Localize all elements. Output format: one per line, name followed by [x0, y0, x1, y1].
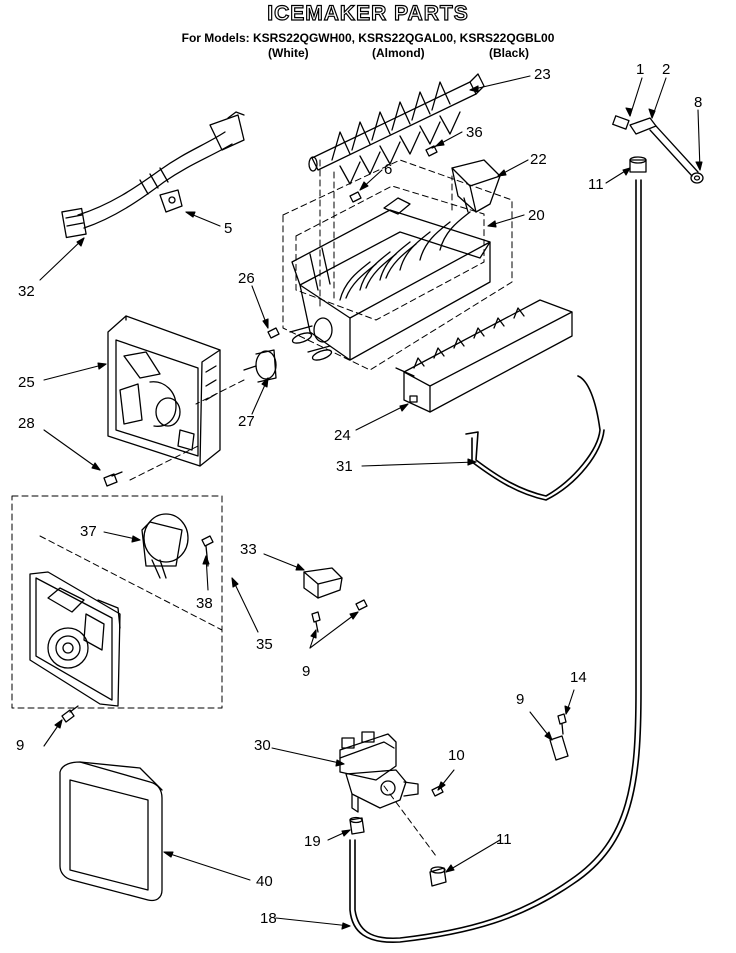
- callout-26: 26: [238, 270, 255, 287]
- thermostat: [243, 327, 280, 383]
- callout-5: 5: [224, 220, 233, 237]
- inlet-fitting-assembly: [612, 115, 704, 184]
- callout-24: 24: [334, 427, 351, 444]
- variant-almond: (Almond): [372, 46, 425, 60]
- icemaker-mold: [282, 159, 513, 371]
- callout-27: 27: [238, 413, 255, 430]
- tube-clamp: [549, 713, 569, 761]
- callout-38: 38: [196, 595, 213, 612]
- model-list: For Models: KSRS22QGWH00, KSRS22QGAL00, …: [181, 31, 555, 45]
- fill-cup: [451, 159, 501, 213]
- module-mounting-plate: [29, 571, 121, 707]
- callout-37: 37: [80, 523, 97, 540]
- variant-black: (Black): [489, 46, 530, 60]
- callout-9-clamp: 14: [570, 669, 587, 686]
- screw-28: [103, 471, 123, 487]
- wiring-harness: [61, 111, 245, 239]
- motor-assembly-box: [11, 495, 223, 709]
- water-tube: [349, 179, 642, 943]
- leader-lines: [39, 75, 703, 930]
- callout-1: 1: [636, 61, 645, 78]
- callout-33: 33: [240, 541, 257, 558]
- callout-25: 25: [18, 374, 35, 391]
- screw-30: [61, 705, 79, 723]
- callout-9-bracket: 9: [302, 663, 311, 680]
- callout-35: 35: [256, 636, 273, 653]
- shutoff-arm: [465, 375, 605, 501]
- callout-14: 9: [516, 691, 525, 708]
- callout-22: 22: [530, 151, 547, 168]
- callout-28: 28: [18, 415, 35, 432]
- callout-2: 2: [662, 61, 671, 78]
- callout-8: 8: [694, 94, 703, 111]
- mold-heater: [395, 299, 573, 413]
- water-valve: [339, 731, 444, 813]
- callout-19: 10: [448, 747, 465, 764]
- callout-11: 11: [588, 176, 604, 193]
- page-title: ICEMAKER PARTS: [267, 1, 469, 25]
- callout-7: 18: [260, 910, 277, 927]
- ice-ejector: [308, 73, 485, 185]
- motor: [141, 513, 214, 579]
- callout-40: 11: [496, 831, 512, 848]
- callout-31: 31: [336, 458, 353, 475]
- callout-30: 9: [16, 737, 25, 754]
- callout-20: 20: [528, 207, 545, 224]
- mounting-bracket: [303, 567, 368, 633]
- callout-32: 32: [18, 283, 35, 300]
- callout-23: 23: [534, 66, 551, 83]
- callout-18: 40: [256, 873, 273, 890]
- screws-upper: [349, 144, 439, 203]
- alignment-lines: [129, 155, 453, 857]
- nuts: [349, 816, 447, 887]
- variant-white: (White): [268, 46, 309, 60]
- ice-bin-cover: [59, 761, 163, 902]
- callout-11-valve: 19: [304, 833, 321, 850]
- control-module-housing: [107, 315, 221, 467]
- callout-36: 36: [466, 124, 483, 141]
- callout-6: 6: [384, 161, 393, 178]
- callout-10: 30: [254, 737, 271, 754]
